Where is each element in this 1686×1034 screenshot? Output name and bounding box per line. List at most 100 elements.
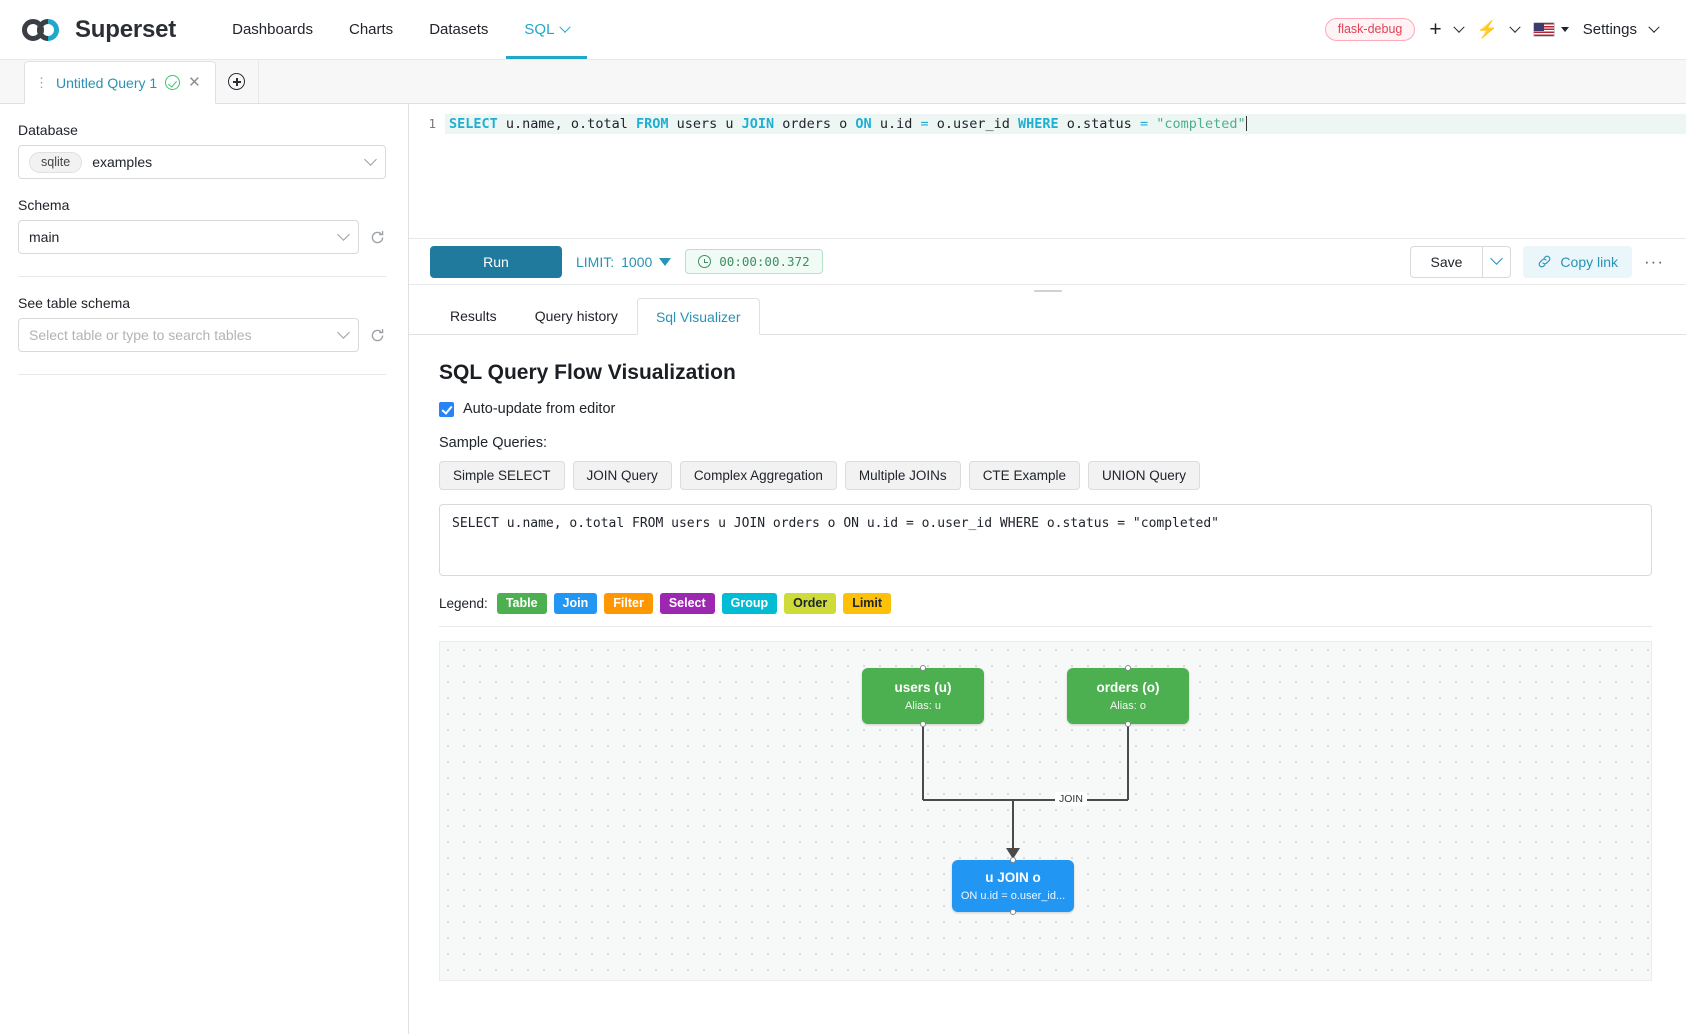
new-menu-button[interactable]: +	[1429, 18, 1465, 41]
graph-node-subtitle: Alias: o	[1109, 700, 1147, 712]
graph-node-port-bottom[interactable]	[1010, 909, 1016, 915]
query-timer-value: 00:00:00.372	[719, 254, 810, 269]
infinity-logo-icon	[22, 18, 66, 42]
code-token: "completed"	[1148, 116, 1246, 132]
nav-item-sql[interactable]: SQL	[506, 0, 587, 59]
graph-node-users[interactable]: users (u)Alias: u	[862, 665, 984, 727]
nav-item-sql-label: SQL	[524, 21, 555, 38]
edge-orders-down	[1127, 724, 1129, 800]
result-tabs: Results Query history Sql Visualizer	[409, 297, 1686, 335]
graph-node-port-top[interactable]	[920, 665, 926, 671]
code-token: JOIN	[741, 116, 775, 132]
copy-link-button[interactable]: Copy link	[1523, 245, 1633, 278]
refresh-schema-icon[interactable]	[369, 229, 386, 246]
add-query-tab-button[interactable]	[216, 60, 259, 103]
primary-nav: Dashboards Charts Datasets SQL	[214, 0, 587, 59]
tab-sql-visualizer[interactable]: Sql Visualizer	[636, 298, 760, 335]
nav-item-dashboards[interactable]: Dashboards	[232, 21, 313, 38]
query-textarea[interactable]	[439, 504, 1652, 576]
editor-code-line[interactable]: SELECT u.name, o.total FROM users u JOIN…	[445, 114, 1686, 134]
schema-select[interactable]: main	[18, 220, 359, 254]
run-button[interactable]: Run	[430, 245, 562, 278]
bolt-menu-button[interactable]: ⚡	[1476, 20, 1521, 39]
copy-link-label: Copy link	[1560, 253, 1619, 270]
sample-cte-example[interactable]: CTE Example	[968, 461, 1080, 490]
nav-right-actions: flask-debug + ⚡ Settings	[1324, 18, 1664, 41]
legend-label: Legend:	[439, 596, 488, 611]
editor-line-number: 1	[428, 116, 436, 131]
save-button-group: Save	[1409, 245, 1512, 278]
tab-query-history[interactable]: Query history	[534, 307, 618, 324]
graph-node-port-top[interactable]	[1125, 665, 1131, 671]
graph-node-port-bottom[interactable]	[1125, 721, 1131, 727]
save-button[interactable]: Save	[1409, 245, 1484, 278]
more-options-icon[interactable]: ···	[1644, 251, 1664, 271]
limit-dropdown[interactable]: LIMIT: 1000	[576, 253, 672, 270]
main-area: Database sqlite examples Schema main See…	[0, 104, 1686, 1034]
bolt-icon: ⚡	[1476, 20, 1498, 39]
sample-multiple-joins[interactable]: Multiple JOINs	[844, 461, 961, 490]
database-label: Database	[18, 122, 78, 138]
panel-resize-handle[interactable]	[409, 285, 1686, 297]
top-navigation-bar: Superset Dashboards Charts Datasets SQL …	[0, 0, 1686, 60]
nav-item-datasets[interactable]: Datasets	[429, 21, 489, 38]
code-token: o.status	[1058, 116, 1140, 132]
chevron-down-icon	[1490, 252, 1504, 265]
plus-icon: +	[1429, 18, 1442, 41]
nav-item-charts[interactable]: Charts	[349, 21, 394, 38]
edge-users-down	[922, 724, 924, 800]
legend-chip-order: Order	[784, 593, 837, 614]
legend-chip-group: Group	[721, 593, 778, 614]
tab-results[interactable]: Results	[450, 307, 497, 324]
settings-label: Settings	[1582, 21, 1637, 38]
check-circle-icon	[165, 75, 181, 90]
database-select[interactable]: sqlite examples	[18, 145, 386, 179]
graph-node-title: orders (o)	[1096, 680, 1160, 695]
sample-join-query[interactable]: JOIN Query	[572, 461, 672, 490]
triangle-down-icon	[659, 257, 672, 266]
auto-update-checkbox[interactable]	[439, 401, 454, 417]
code-token: users u	[668, 116, 742, 132]
toolbar-right-actions: Save Copy link ···	[1409, 245, 1665, 278]
graph-node-subtitle: ON u.id = o.user_id...	[960, 890, 1066, 902]
code-token: u.id	[871, 116, 921, 132]
divider-2	[18, 374, 386, 375]
query-tab-untitled-query-1[interactable]: ⋮ Untitled Query 1 ✕	[24, 61, 216, 104]
page-title: SQL Query Flow Visualization	[439, 361, 736, 384]
flask-debug-badge[interactable]: flask-debug	[1324, 18, 1416, 41]
graph-node-port-top[interactable]	[1010, 857, 1016, 863]
limit-label: LIMIT:	[576, 253, 615, 270]
chevron-down-icon	[1452, 21, 1465, 33]
superset-logo[interactable]: Superset	[22, 16, 176, 44]
database-engine-badge: sqlite	[29, 151, 83, 173]
sample-union-query[interactable]: UNION Query	[1087, 461, 1200, 490]
circle-plus-icon	[228, 73, 246, 90]
query-timer: 00:00:00.372	[685, 249, 823, 274]
drag-handle-icon[interactable]: ⋮	[35, 74, 48, 90]
settings-menu[interactable]: Settings	[1582, 21, 1660, 38]
chevron-down-icon	[364, 152, 377, 166]
language-selector[interactable]	[1532, 22, 1569, 37]
sample-complex-aggregation[interactable]: Complex Aggregation	[679, 461, 837, 490]
refresh-tables-icon[interactable]	[369, 327, 386, 344]
chevron-down-icon	[337, 325, 350, 339]
code-token: =	[1139, 116, 1149, 132]
graph-node-port-bottom[interactable]	[920, 721, 926, 727]
chevron-down-icon	[559, 21, 572, 33]
save-dropdown-button[interactable]	[1483, 245, 1512, 278]
sample-simple-select[interactable]: Simple SELECT	[439, 461, 565, 490]
code-token: ON	[855, 116, 872, 132]
sql-editor[interactable]: 1 SELECT u.name, o.total FROM users u JO…	[409, 104, 1686, 239]
table-search-select[interactable]: Select table or type to search tables	[18, 318, 359, 352]
sample-queries-row: Simple SELECT JOIN Query Complex Aggrega…	[439, 461, 1652, 490]
chevron-down-icon	[337, 227, 350, 241]
auto-update-row[interactable]: Auto-update from editor	[439, 401, 1652, 417]
graph-node-orders[interactable]: orders (o) Alias: o	[1067, 665, 1189, 727]
close-icon[interactable]: ✕	[188, 74, 201, 91]
auto-update-label: Auto-update from editor	[463, 401, 616, 417]
edge-arrowhead	[1006, 848, 1020, 859]
sql-visualizer-panel: SQL Query Flow Visualization Auto-update…	[409, 335, 1686, 1034]
chevron-down-icon	[1509, 21, 1521, 33]
